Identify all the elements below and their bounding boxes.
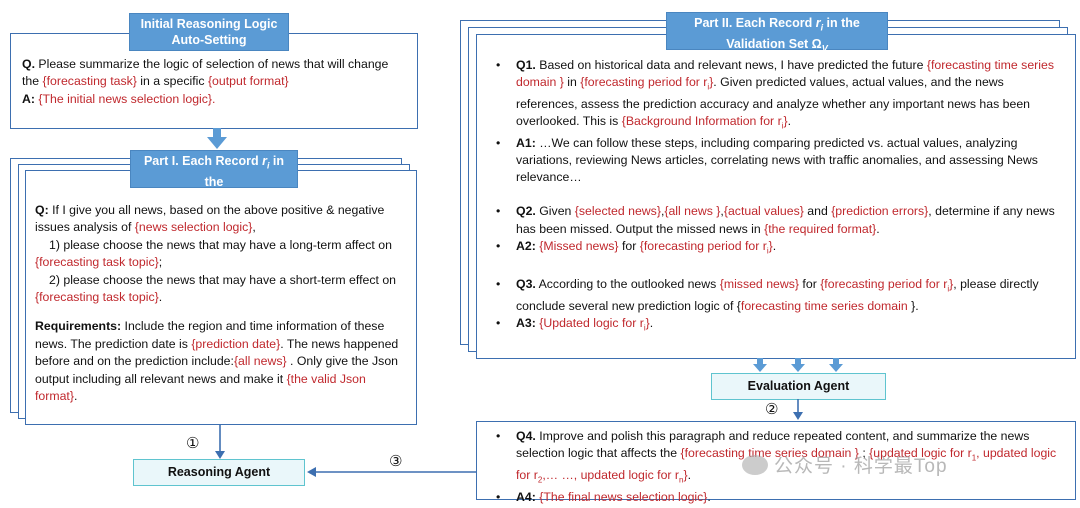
initial-logic-title-line1: Initial Reasoning Logic	[140, 17, 278, 31]
part1-title-line2: Data Set Ωall	[177, 190, 251, 208]
step-3-label: ③	[389, 453, 403, 470]
arrow-final-to-reasoning	[307, 467, 476, 477]
arrow-initial-to-part1	[207, 128, 227, 149]
initial-logic-text: Q. Please summarize the logic of selecti…	[22, 56, 407, 108]
part1-box	[25, 170, 417, 425]
part1-requirements: Requirements: Include the region and tim…	[35, 319, 399, 404]
part1-item1: 1) please choose the news that may have …	[35, 237, 392, 270]
initial-logic-header: Initial Reasoning Logic Auto-Setting	[129, 13, 289, 51]
step-1-label: ①	[186, 435, 200, 452]
part1-title-line1: Part I. Each Record ri in the	[143, 154, 285, 189]
arrow-part1-to-reasoning	[215, 424, 225, 459]
arrow-evaluation-to-final	[793, 399, 803, 420]
part1-question: Q: If I give you all news, based on the …	[35, 203, 385, 235]
part2-q2: Q2. Given {selected news},{all news },{a…	[496, 203, 1060, 237]
final-q4: Q4. Improve and polish this paragraph an…	[496, 428, 1060, 489]
arrows-part2-to-evaluation	[753, 358, 843, 372]
part1-item2: 2) please choose the news that may have …	[35, 272, 397, 305]
final-text: Q4. Improve and polish this paragraph an…	[494, 428, 1060, 506]
initial-question: Q. Please summarize the logic of selecti…	[22, 57, 389, 89]
part2-title-line1: Part II. Each Record ri in the	[694, 16, 860, 33]
final-a4: A4: {The final news selection logic}.	[496, 489, 1060, 506]
final-list: Q4. Improve and polish this paragraph an…	[494, 428, 1060, 506]
part2-header: Part II. Each Record ri in the Validatio…	[666, 12, 888, 53]
watermark: 公众号 · 科学最Top	[742, 451, 948, 478]
initial-answer: A: {The initial news selection logic}.	[22, 91, 216, 106]
part2-q3: Q3. According to the outlooked news {mis…	[496, 276, 1060, 315]
part1-header: Part I. Each Record ri in the Data Set Ω…	[130, 150, 298, 207]
part2-text: Q1. Based on historical data and relevan…	[494, 57, 1060, 337]
step-2-label: ②	[765, 401, 779, 418]
part1-text: Q: If I give you all news, based on the …	[35, 202, 407, 405]
part2-a3: A3: {Updated logic for ri}.	[496, 315, 1060, 337]
initial-logic-title-line2: Auto-Setting	[171, 33, 247, 47]
reasoning-agent: Reasoning Agent	[133, 459, 305, 486]
part2-a1: A1: …We can follow these steps, includin…	[496, 135, 1060, 187]
part2-q1: Q1. Based on historical data and relevan…	[496, 57, 1060, 135]
part2-list: Q1. Based on historical data and relevan…	[494, 57, 1060, 337]
evaluation-agent: Evaluation Agent	[711, 373, 886, 400]
watermark-icon	[742, 455, 768, 475]
part2-a2: A2: {Missed news} for {forecasting perio…	[496, 238, 1060, 260]
part2-title-line2: Validation Set ΩV	[726, 36, 828, 54]
